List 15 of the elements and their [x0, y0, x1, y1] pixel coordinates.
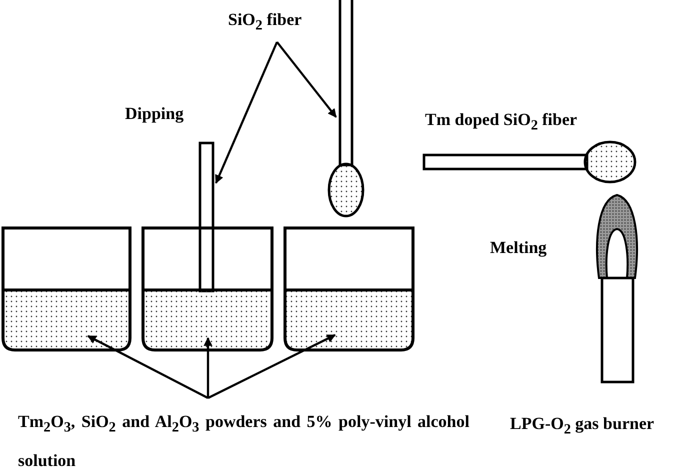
fiber-drawing [328, 0, 364, 218]
part-label: Tm doped SiO$_{2}$ fiber [425, 110, 578, 136]
beaker-drawing [142, 226, 274, 352]
part-label: LPG-O$_{2}$ gas burner [510, 414, 654, 440]
step-label: Melting [490, 238, 547, 258]
solution-label: Tm$_{2}$O$_{3}$, SiO$_{2}$ and Al$_{2}$O$_{3}$ powders and 5% poly-vinyl alcohol solution [18, 405, 488, 473]
leader-line [276, 41, 337, 118]
beaker-drawing [2, 226, 132, 352]
leader-line [204, 337, 212, 398]
leader-line [87, 335, 208, 399]
leader-line [214, 42, 278, 184]
step-label: Dipping [125, 104, 184, 124]
leader-line [208, 334, 336, 399]
beaker-drawing [284, 226, 414, 352]
part-label: SiO$_{2}$ fiber [228, 10, 302, 36]
